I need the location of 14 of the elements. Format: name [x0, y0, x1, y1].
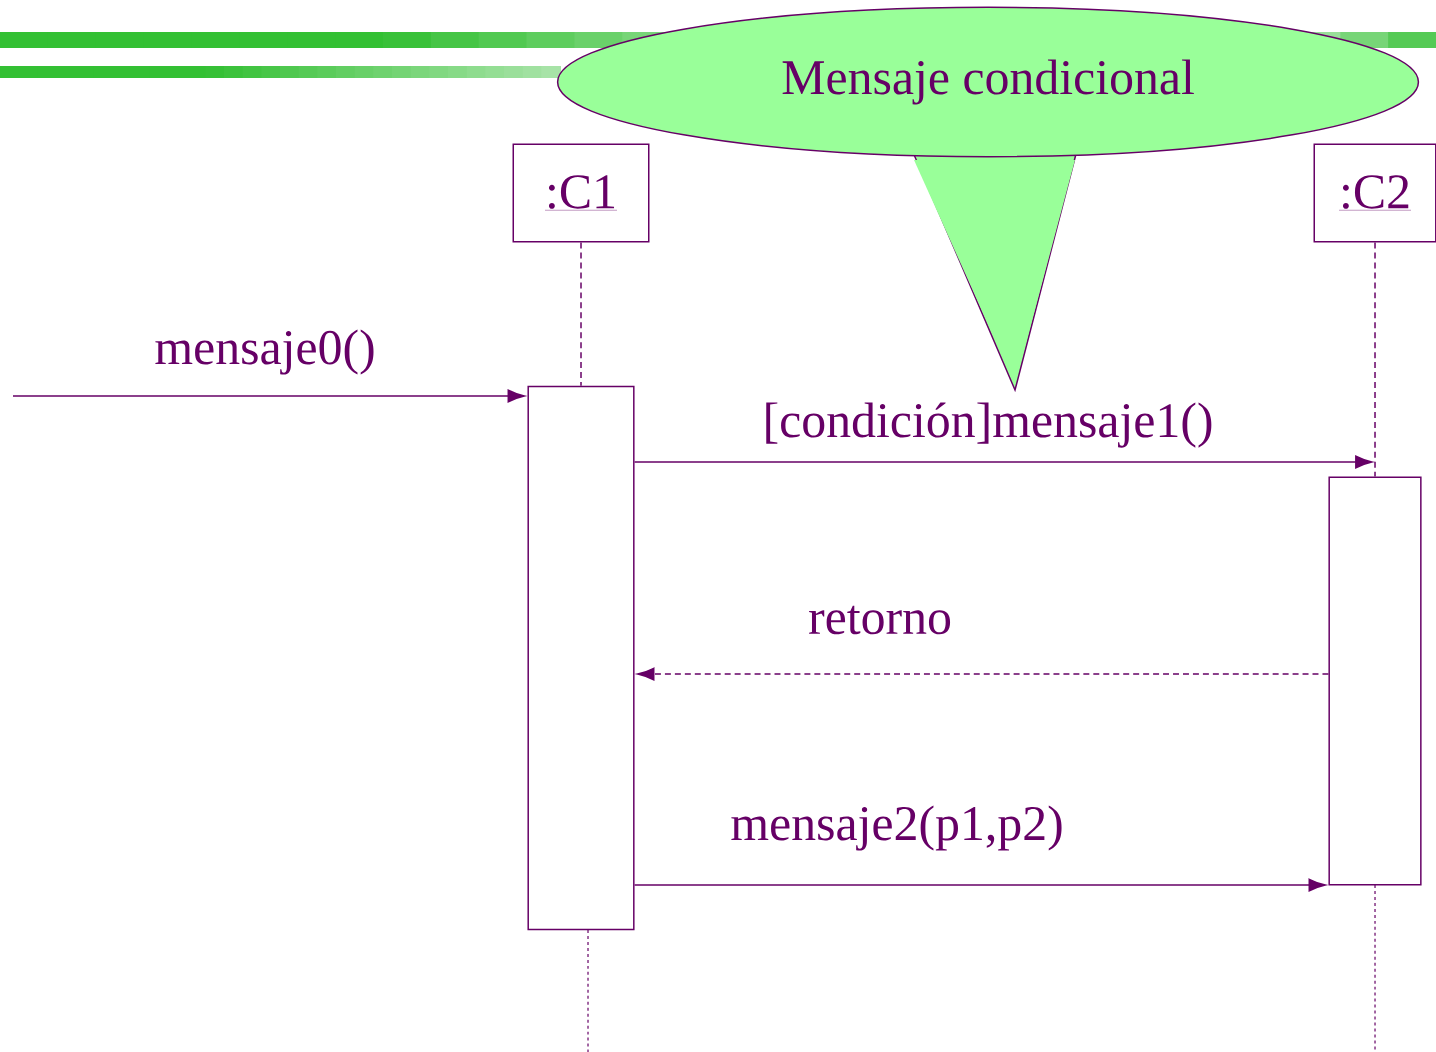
- lifeline: [1374, 241, 1376, 478]
- edge-label: mensaje2(p1,p2): [729, 804, 1065, 852]
- object-box: :C2: [1313, 143, 1436, 243]
- activation-bar: [1328, 476, 1422, 886]
- arrow: [12, 389, 525, 403]
- activation-bar: [527, 385, 635, 931]
- object-box: :C1: [512, 143, 650, 243]
- edge-label: mensaje0(): [153, 328, 377, 376]
- lifeline: [580, 241, 582, 387]
- edge-label: retorno: [807, 604, 953, 636]
- arrow: [637, 667, 1330, 681]
- edge-label: [condición]mensaje1(): [761, 401, 1215, 449]
- arrow: [633, 455, 1373, 469]
- arrow: [633, 878, 1326, 892]
